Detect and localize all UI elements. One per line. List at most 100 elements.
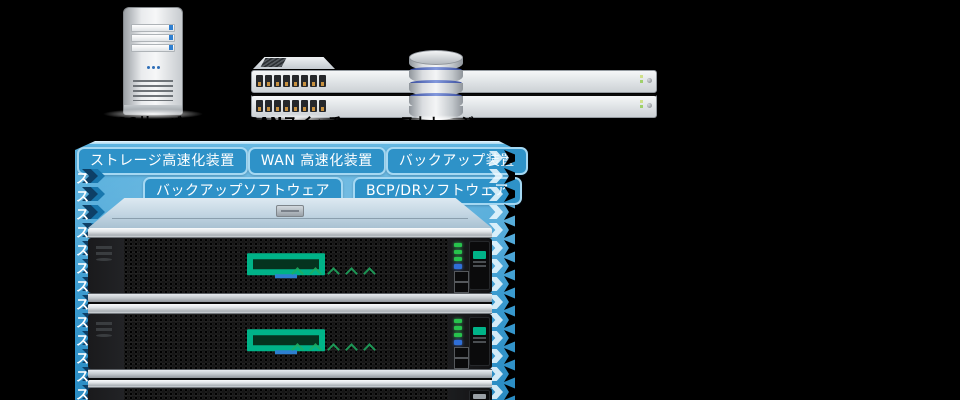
status-led — [454, 250, 462, 254]
strike-arrow — [81, 127, 243, 130]
funnel-right-chevron — [487, 275, 515, 293]
port-row — [256, 100, 326, 112]
ethernet-port-icon — [301, 75, 308, 87]
side-glyph: ス — [76, 262, 90, 277]
right-ear — [448, 388, 492, 400]
reflection — [103, 109, 203, 119]
funnel-right-chevron — [487, 149, 515, 167]
pull-tab — [469, 241, 490, 290]
hpe-logo — [247, 328, 325, 351]
left-ear — [88, 238, 124, 293]
strike-arrow — [224, 127, 386, 130]
ethernet-port-icon — [265, 100, 272, 112]
funnel-right-chevron — [487, 365, 515, 383]
ethernet-port-icon — [292, 100, 299, 112]
status-led — [454, 326, 462, 330]
status-led — [454, 257, 462, 261]
ethernet-port-icon — [319, 100, 326, 112]
green-chevron-icons — [291, 342, 376, 356]
usb-port — [454, 271, 469, 282]
power-dot — [96, 334, 112, 337]
strike-arrow — [71, 120, 233, 125]
bezel-rail — [88, 369, 492, 378]
san-switch-label: SANスイッチ — [230, 114, 360, 132]
usb-port — [454, 358, 469, 369]
drive-bay-icon — [131, 44, 175, 52]
funnel-left-chevron: ス — [76, 185, 105, 205]
left-ear — [88, 314, 124, 369]
drive-bay-icon — [131, 24, 175, 32]
funnel-right-chevron — [487, 185, 515, 203]
pill-row-1: ストレージ高速化装置 WAN 高速化装置 バックアップ装置 — [77, 147, 528, 175]
side-glyph: ス — [76, 208, 90, 223]
pull-tab — [469, 317, 490, 366]
uid-led — [454, 264, 462, 269]
usb-port — [454, 347, 469, 358]
corner-wedge — [75, 141, 95, 150]
side-glyph: ス — [76, 226, 90, 241]
funnel-right-chevron — [487, 167, 515, 185]
side-glyph: ス — [76, 298, 90, 313]
funnel-right-chevron — [487, 293, 515, 311]
hpe-logo — [247, 252, 325, 275]
funnel-right-chevron — [487, 347, 515, 365]
switch-leds — [640, 75, 652, 87]
hpe-sticker — [473, 327, 486, 335]
switch-top — [253, 57, 335, 69]
server-top-face — [88, 198, 492, 228]
funnel-right-chevron — [487, 257, 515, 275]
ethernet-port-icon — [319, 75, 326, 87]
san-switch-icon — [251, 57, 657, 118]
storage-icon — [409, 50, 463, 120]
server-unit — [88, 228, 492, 302]
pill-backup-appliance: バックアップ装置 — [385, 147, 528, 175]
right-ear — [448, 238, 492, 293]
funnel-lip — [78, 141, 512, 144]
mesh-panel — [124, 314, 448, 369]
ethernet-port-icon — [274, 100, 281, 112]
funnel-right-chevron — [487, 221, 515, 239]
side-glyph: ス — [76, 190, 90, 205]
side-glyph: ス — [76, 388, 90, 400]
power-dot — [96, 258, 112, 261]
server-handle — [276, 205, 304, 217]
usb-port — [454, 282, 469, 293]
bezel-rail — [88, 293, 492, 302]
funnel-right-chevron — [487, 203, 515, 221]
status-led-icons — [124, 66, 182, 69]
side-glyph: ス — [76, 334, 90, 349]
storage-label: ストレージ — [372, 114, 502, 132]
right-ear — [448, 314, 492, 369]
corner-wedge — [499, 141, 515, 149]
strike-arrow — [356, 120, 518, 125]
side-glyph: ス — [76, 370, 90, 385]
uid-led — [454, 340, 462, 345]
pill-storage-acceleration: ストレージ高速化装置 — [77, 147, 248, 175]
funnel-right-chevron — [487, 329, 515, 347]
side-glyph: ス — [76, 316, 90, 331]
left-ear — [88, 388, 124, 400]
ethernet-port-icon — [283, 75, 290, 87]
funnel-right-chevron — [487, 239, 515, 257]
server-unit — [88, 302, 492, 378]
ethernet-port-icon — [310, 75, 317, 87]
ethernet-port-icon — [265, 75, 272, 87]
ethernet-port-icon — [256, 75, 263, 87]
hpe-server-stack — [88, 198, 492, 400]
server-unit-slim — [88, 378, 492, 400]
bezel-rail — [88, 228, 492, 238]
funnel-right-chevron — [487, 311, 515, 329]
mesh-panel — [124, 388, 448, 400]
funnel-left-chevron: ス — [76, 167, 105, 187]
vent-icon — [260, 58, 287, 67]
strike-arrow — [366, 127, 528, 130]
ethernet-port-icon — [274, 75, 281, 87]
x86-server-label: x86サーバー — [87, 114, 217, 132]
ethernet-port-icon — [310, 100, 317, 112]
funnel-left-chevron: ス — [76, 203, 105, 223]
side-glyph: ス — [76, 280, 90, 295]
funnel-right-chevron — [487, 383, 515, 400]
status-led — [454, 243, 462, 247]
server-units — [88, 228, 492, 400]
pull-tab — [469, 390, 490, 400]
